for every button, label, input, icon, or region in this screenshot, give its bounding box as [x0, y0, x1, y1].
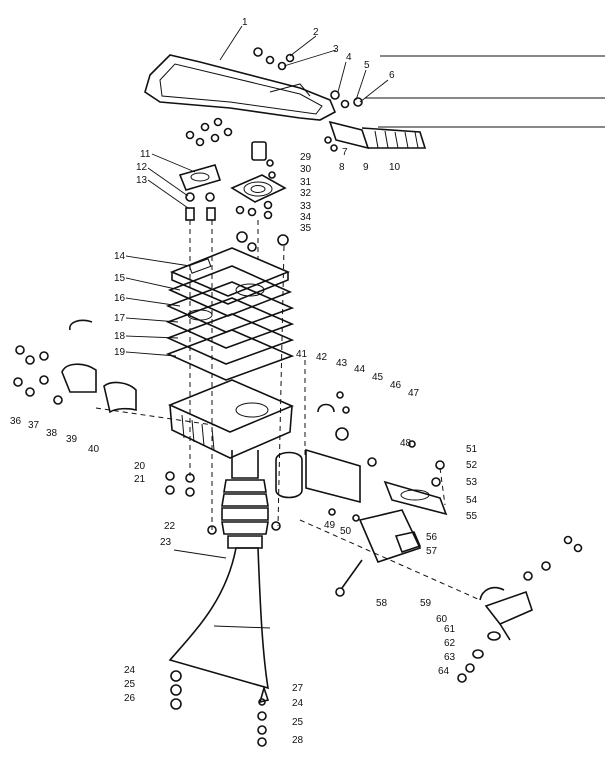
callout-57: 57 — [426, 546, 438, 557]
callout-43: 43 — [336, 358, 348, 369]
callout-21: 21 — [134, 474, 146, 485]
callout-52: 52 — [466, 460, 478, 471]
clamp-bracket-46 — [275, 391, 416, 522]
callout-15: 15 — [114, 273, 126, 284]
callout-61: 61 — [444, 624, 456, 635]
callout-37: 37 — [28, 420, 40, 431]
callout-11: 11 — [140, 149, 151, 160]
callout-42: 42 — [316, 352, 328, 363]
callout-40: 40 — [88, 444, 100, 455]
callout-14: 14 — [114, 251, 126, 262]
motor-housing — [167, 379, 295, 459]
mid-fasteners — [165, 471, 281, 535]
callout-7: 7 — [342, 147, 348, 158]
callout-55: 55 — [466, 511, 478, 522]
callout-2: 2 — [313, 27, 319, 38]
bottom-fasteners — [170, 670, 267, 747]
callout-45: 45 — [372, 372, 384, 383]
callout-53: 53 — [466, 477, 478, 488]
callout-25: 25 — [124, 679, 136, 690]
callout-16: 16 — [114, 293, 126, 304]
callout-13: 13 — [136, 175, 148, 186]
callout-20: 20 — [134, 461, 146, 472]
callout-32: 32 — [300, 188, 312, 199]
callout-17: 17 — [114, 313, 126, 324]
callout-8: 8 — [339, 162, 345, 173]
callout-64: 64 — [438, 666, 450, 677]
callout-9: 9 — [363, 162, 369, 173]
callout-29: 29 — [300, 152, 312, 163]
callout-1: 1 — [242, 17, 248, 28]
callout-10: 10 — [389, 162, 401, 173]
callout-60: 60 — [436, 614, 448, 625]
callout-50: 50 — [340, 526, 352, 537]
callout-33: 33 — [300, 201, 312, 212]
mount-plate-32 — [230, 141, 289, 252]
swivel-bracket — [358, 460, 448, 563]
callout-56: 56 — [426, 532, 438, 543]
callout-36: 36 — [10, 416, 22, 427]
callout-30: 30 — [300, 164, 312, 175]
callout-22: 22 — [164, 521, 176, 532]
throttle-grip — [328, 120, 427, 150]
bracket-60 — [457, 535, 583, 683]
callout-5: 5 — [364, 60, 370, 71]
callout-38: 38 — [46, 428, 58, 439]
lower-unit-23 — [168, 547, 271, 704]
drive-shaft-column — [221, 450, 269, 549]
callout-58: 58 — [376, 598, 388, 609]
callout-12: 12 — [136, 162, 148, 173]
callout-44: 44 — [354, 364, 366, 375]
callout-19: 19 — [114, 347, 126, 358]
callout-34: 34 — [300, 212, 312, 223]
leader-lines-top-right — [365, 55, 605, 128]
callout-23: 23 — [160, 537, 172, 548]
callout-3: 3 — [333, 44, 339, 55]
callout-6: 6 — [389, 70, 395, 81]
callout-46: 46 — [390, 380, 402, 391]
callout-59: 59 — [420, 598, 432, 609]
callout-39: 39 — [66, 434, 78, 445]
callout-4: 4 — [346, 52, 352, 63]
callout-27: 27 — [292, 683, 304, 694]
callout-leaders — [125, 25, 389, 559]
callout-41: 41 — [296, 349, 308, 360]
assembly-centerlines — [95, 220, 481, 601]
callout-51: 51 — [466, 444, 478, 455]
left-clamp-parts — [13, 319, 137, 414]
plate-stack — [165, 247, 295, 381]
callout-26: 26 — [124, 693, 136, 704]
bracket-11 — [178, 164, 222, 221]
clamp-screw-58 — [335, 559, 363, 597]
callout-35: 35 — [300, 223, 312, 234]
callout-31: 31 — [300, 177, 312, 188]
callout-62: 62 — [444, 638, 456, 649]
callout-25-lower: 25 — [292, 717, 304, 728]
callout-18: 18 — [114, 331, 126, 342]
callout-63: 63 — [444, 652, 456, 663]
callout-47: 47 — [408, 388, 420, 399]
callout-28: 28 — [292, 735, 304, 746]
callout-54: 54 — [466, 495, 478, 506]
callout-labels: 1 2 3 4 5 6 7 8 9 10 11 12 13 14 15 16 1… — [10, 17, 478, 746]
callout-24-lower: 24 — [292, 698, 304, 709]
callout-24: 24 — [124, 665, 136, 676]
callout-48: 48 — [400, 438, 412, 449]
callout-49: 49 — [324, 520, 336, 531]
top-fasteners — [185, 47, 363, 152]
tiller-handle-frame — [144, 54, 337, 121]
